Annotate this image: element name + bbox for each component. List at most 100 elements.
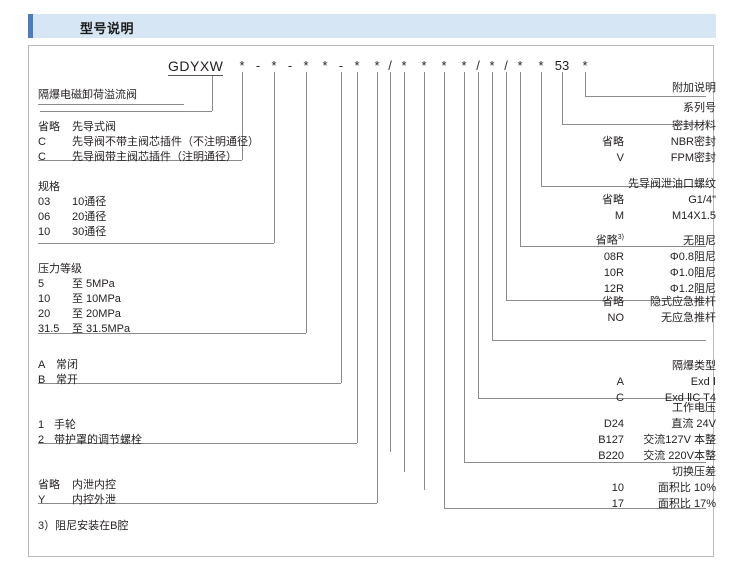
label-text: 10通径: [72, 196, 107, 208]
label-row: 切换压差: [582, 464, 716, 480]
label-text: 常开: [56, 374, 78, 386]
model-code-prefix: GDYXW: [168, 58, 224, 76]
label-text: Φ1.0阻尼: [669, 266, 716, 279]
label-text: 隔爆电磁卸荷溢流阀: [38, 89, 137, 101]
product-name-underline: [38, 104, 184, 105]
leader-vertical: [464, 72, 465, 462]
label-row: 03 10通径: [38, 195, 106, 210]
leader-vertical: [492, 72, 493, 340]
label-code: 省略: [602, 296, 624, 308]
label-text: 切换压差: [672, 466, 716, 478]
leader-vertical: [341, 72, 342, 383]
label-text: 面积比 10%: [657, 482, 716, 494]
label-code: 10: [38, 293, 51, 305]
leader-vertical: [478, 72, 479, 398]
code-slot: *: [354, 58, 360, 73]
label-text: 至 10MPa: [72, 293, 121, 305]
label-code: B: [38, 374, 46, 386]
leader-vertical: [377, 72, 378, 503]
leader-horizontal: [38, 443, 357, 444]
code-slot: *: [461, 58, 467, 73]
label-text: 先导阀泄油口螺纹: [628, 178, 716, 190]
leader-vertical: [212, 76, 213, 111]
leader-horizontal: [478, 398, 706, 399]
label-row: 工作电压: [582, 400, 716, 416]
label-text: 先导阀带主阀芯插件（注明通径）: [72, 151, 237, 163]
code-slot: *: [322, 58, 328, 73]
label-code: 5: [38, 278, 45, 290]
leader-horizontal: [38, 333, 306, 334]
label-text: 至 20MPa: [72, 308, 121, 320]
leader-vertical: [357, 72, 358, 443]
label-code: 31.5: [38, 323, 60, 335]
label-code: Y: [38, 494, 46, 506]
code-separator: /: [476, 58, 480, 73]
label-code: 省略3): [595, 234, 624, 247]
label-text: M14X1.5: [671, 210, 716, 222]
label-text: 系列号: [683, 102, 716, 114]
label-group-product-name: 隔爆电磁卸荷溢流阀: [38, 88, 137, 103]
label-row: 隔爆类型: [582, 358, 716, 374]
label-row: 隔爆电磁卸荷溢流阀: [38, 88, 137, 103]
leader-vertical: [585, 72, 586, 96]
label-text: Exd ⅡC T4: [664, 392, 716, 404]
label-text: 直流 24V: [671, 418, 716, 430]
label-code: 08R: [603, 250, 624, 263]
label-row: B127 交流127V 本整: [582, 432, 716, 448]
label-row: 省略先导式阀: [38, 120, 259, 135]
code-slot: *: [538, 58, 544, 73]
label-code: 1: [38, 419, 45, 431]
leader-vertical: [274, 72, 275, 243]
leader-vertical: [306, 72, 307, 333]
diagram-frame: [28, 45, 714, 557]
code-slot: *: [374, 58, 380, 73]
label-code: 省略: [602, 194, 624, 206]
label-code: 2: [38, 434, 45, 446]
label-text: 至 31.5MPa: [72, 323, 131, 335]
leader-vertical: [404, 72, 405, 472]
label-text: 交流 220V本整: [643, 450, 716, 462]
leader-vertical: [520, 72, 521, 246]
code-slot: *: [441, 58, 447, 73]
code-separator: -: [255, 58, 261, 73]
label-code: 压力等级: [38, 263, 82, 275]
leader-horizontal: [541, 186, 706, 187]
code-slot: *: [489, 58, 495, 73]
label-row: 省略内泄内控: [38, 478, 116, 493]
leader-horizontal: [492, 340, 706, 341]
code-slot: *: [582, 58, 588, 73]
label-text: 内控外泄: [72, 494, 116, 506]
label-row: 附加说明: [624, 80, 716, 96]
label-text: 隔爆类型: [672, 360, 716, 372]
label-text: 无阻尼: [683, 234, 716, 247]
leader-vertical: [242, 72, 243, 160]
label-text: 无应急推杆: [661, 312, 716, 324]
label-row: C Exd ⅡC T4: [582, 390, 716, 406]
label-row: 先导阀泄油口螺纹: [582, 176, 716, 192]
label-code: C: [616, 392, 624, 404]
section-header-bar: [28, 14, 716, 38]
label-code: 省略: [38, 479, 60, 491]
label-text: 交流127V 本整: [643, 434, 716, 446]
label-text: FPM密封: [670, 152, 716, 164]
label-code: 省略: [602, 136, 624, 148]
label-text: 工作电压: [672, 402, 716, 414]
label-row: 压力等级: [38, 262, 130, 277]
leader-horizontal: [464, 462, 706, 463]
label-code: 03: [38, 196, 51, 208]
label-code: B127: [598, 434, 624, 446]
leader-horizontal: [38, 383, 341, 384]
